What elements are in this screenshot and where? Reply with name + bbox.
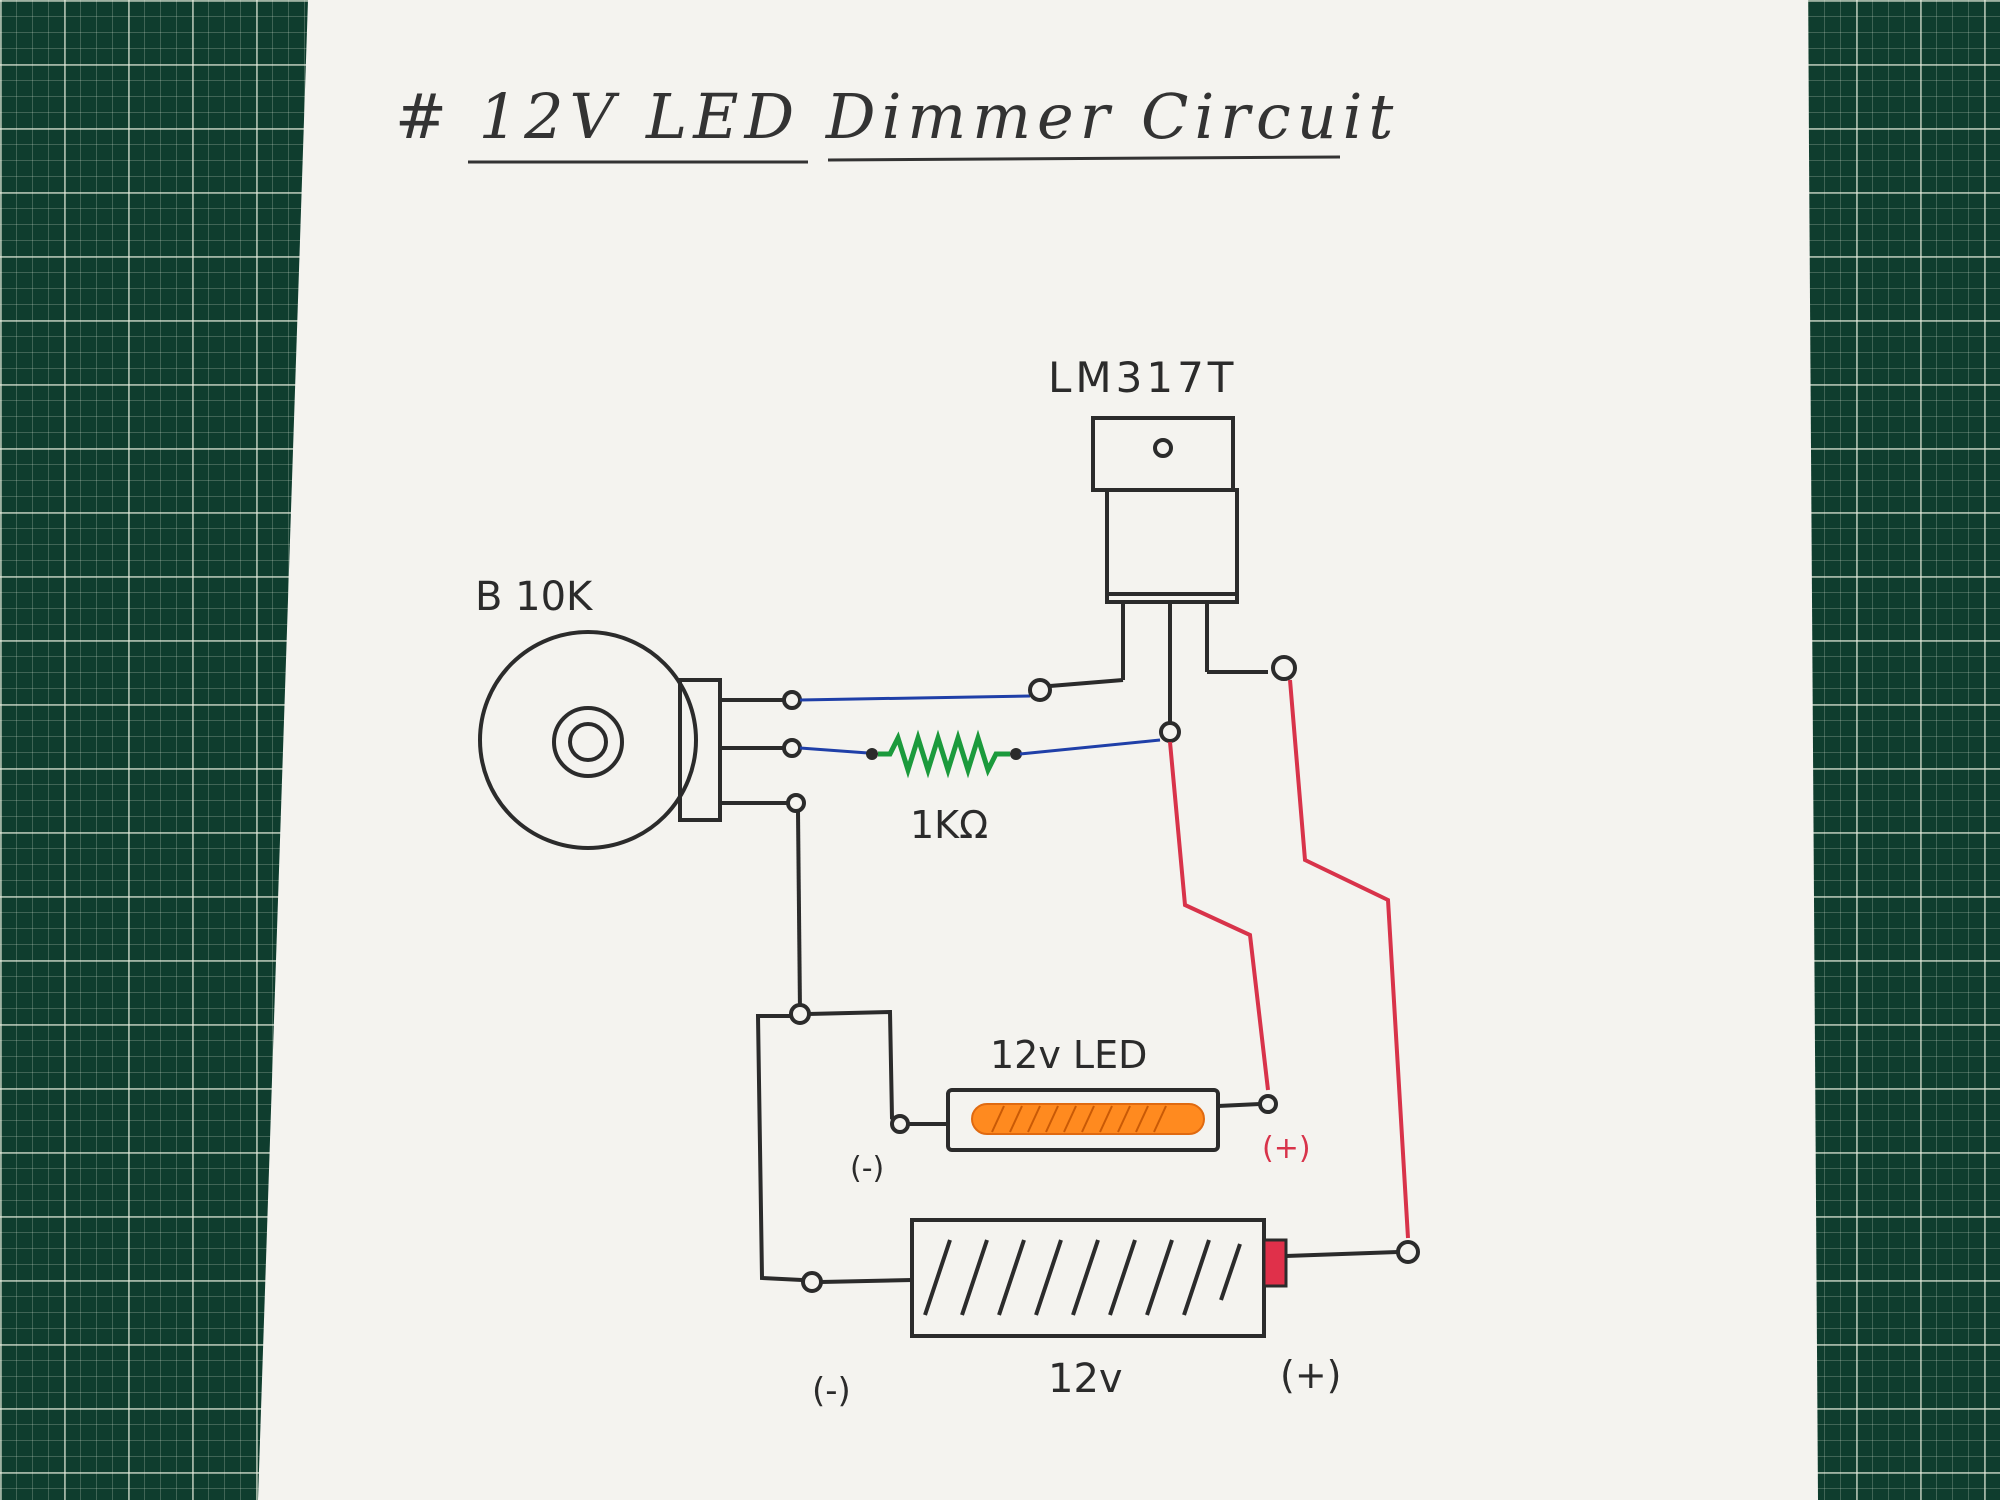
led-label: 12v LED	[990, 1033, 1147, 1077]
battery-voltage-label: 12v	[1048, 1356, 1123, 1402]
battery-positive-label: (+)	[1280, 1353, 1342, 1397]
regulator-label: LM317T	[1048, 353, 1237, 402]
paper-sheet	[258, 0, 1818, 1500]
blue-wire-middle-left	[799, 746, 869, 755]
resistor-node-right	[1010, 748, 1022, 760]
led-negative-label: (-)	[850, 1151, 884, 1186]
resistor-1k	[878, 729, 1010, 779]
potentiometer	[478, 630, 790, 850]
potentiometer-label: B 10K	[475, 574, 594, 620]
ground-junction	[789, 1003, 811, 1025]
blue-wire-middle-right	[1019, 738, 1161, 756]
red-wire-led-positive	[1168, 741, 1270, 1091]
wire-pot-to-ground	[796, 810, 802, 1013]
resistor-node-left	[866, 748, 878, 760]
led-12v	[890, 1088, 1278, 1152]
lm317t-regulator	[1091, 416, 1239, 728]
led-positive-label: (+)	[1262, 1131, 1311, 1166]
wire-adj-to-regulator	[1049, 678, 1124, 688]
terminal-regulator-adj	[1028, 678, 1052, 702]
ground-loop	[755, 1014, 803, 1282]
red-wire-battery-positive	[1288, 679, 1410, 1239]
resistor-label: 1KΩ	[910, 803, 988, 847]
terminal-regulator-in	[1271, 655, 1297, 681]
diagram-title: # 12V LED Dimmer Circuit	[395, 80, 1399, 153]
blue-wire-top	[799, 694, 1031, 702]
battery-12v	[801, 1218, 1420, 1338]
title-underline-right	[827, 155, 1341, 162]
terminal-regulator-out	[1159, 721, 1181, 743]
battery-negative-label: (-)	[812, 1371, 851, 1411]
